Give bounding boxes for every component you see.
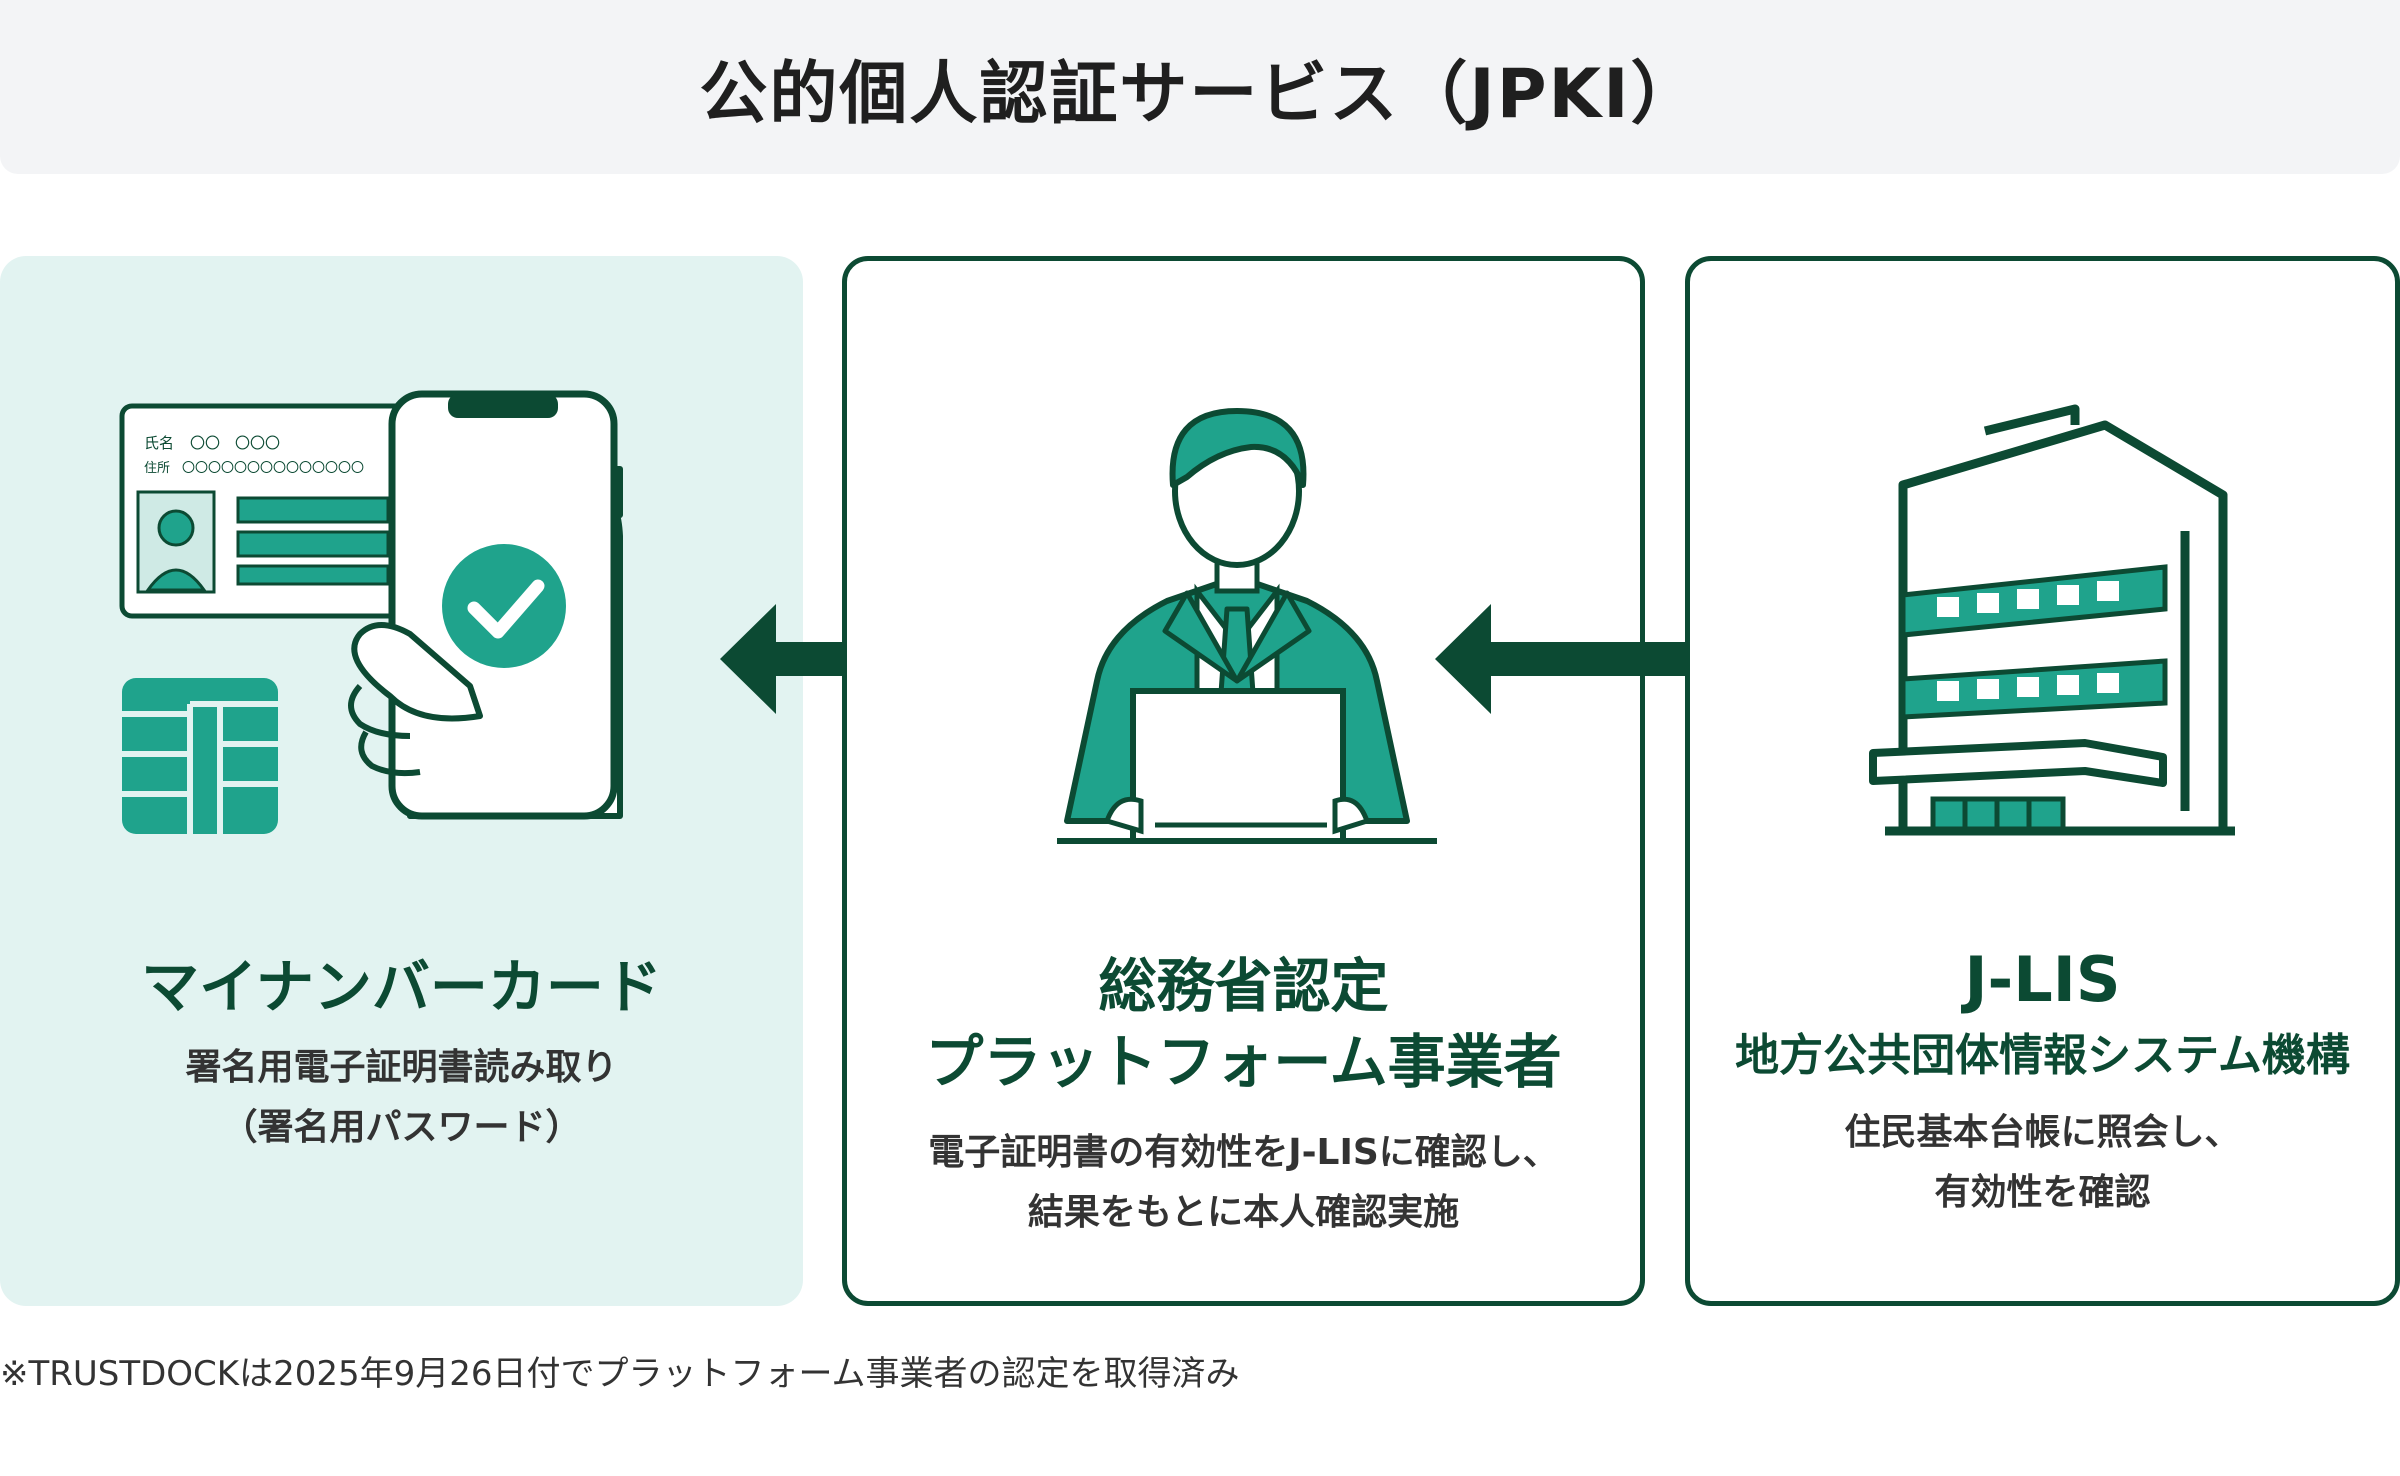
panel-desc-platform-line1: 電子証明書の有効性をJ-LISに確認し、 [928, 1132, 1559, 1173]
card-name-label: 氏名 [144, 434, 174, 452]
panel-desc-jlis-line1: 住民基本台帳に照会し、 [1844, 1112, 2241, 1153]
page-title: 公的個人認証サービス（JPKI） [699, 54, 1701, 134]
header-banner: 公的個人認証サービス（JPKI） [0, 0, 2400, 174]
smartphone-icon [388, 390, 623, 820]
panel-desc-jlis-line2: 有効性を確認 [1934, 1172, 2151, 1213]
ic-chip-icon [122, 678, 278, 834]
card-smartphone-illustration: 氏名 〇〇 〇〇〇 住所 〇〇〇〇〇〇〇〇〇〇〇〇〇〇 [119, 390, 623, 834]
businessman-laptop-illustration [1057, 408, 1437, 844]
panel-desc-platform-line2: 結果をもとに本人確認実施 [1027, 1192, 1460, 1233]
building-illustration [1869, 404, 2235, 836]
hair [1169, 408, 1307, 488]
laptop-icon [1057, 688, 1437, 844]
card-address-value: 〇〇〇〇〇〇〇〇〇〇〇〇〇〇 [182, 461, 364, 476]
card-name-value: 〇〇 〇〇〇 [190, 434, 280, 452]
panel-jlis: J-LIS 地方公共団体情報システム機構 住民基本台帳に照会し、 有効性を確認 [1685, 256, 2400, 1306]
window-band [1900, 564, 2168, 638]
panel-desc-mynumber-line2: （署名用パスワード） [221, 1107, 582, 1148]
card-address-label: 住所 [144, 461, 170, 476]
footnote: ※TRUSTDOCKは2025年9月26日付でプラットフォーム事業者の認定を取得… [0, 1354, 1240, 1394]
panel-title-jlis-line2: 地方公共団体情報システム機構 [1735, 1030, 2350, 1081]
bidirectional-arrow-icon [1435, 604, 1855, 714]
entrance-canopy [1869, 739, 2167, 787]
panel-title-mynumber: マイナンバーカード [141, 953, 662, 1021]
thumb [351, 622, 483, 722]
panel-mynumber-card: 氏名 〇〇 〇〇〇 住所 〇〇〇〇〇〇〇〇〇〇〇〇〇〇 [0, 256, 803, 1306]
panel-title-jlis-line1: J-LIS [1964, 943, 2121, 1016]
check-circle-icon [442, 544, 566, 668]
panel-title-platform-line2: プラットフォーム事業者 [925, 1028, 1562, 1096]
window-band [1900, 658, 2168, 720]
panel-desc-mynumber-line1: 署名用電子証明書読み取り [185, 1047, 618, 1088]
panel-title-platform-line1: 総務省認定 [1098, 952, 1389, 1020]
panel-platform-operator: 総務省認定 プラットフォーム事業者 電子証明書の有効性をJ-LISに確認し、 結… [842, 256, 1645, 1306]
